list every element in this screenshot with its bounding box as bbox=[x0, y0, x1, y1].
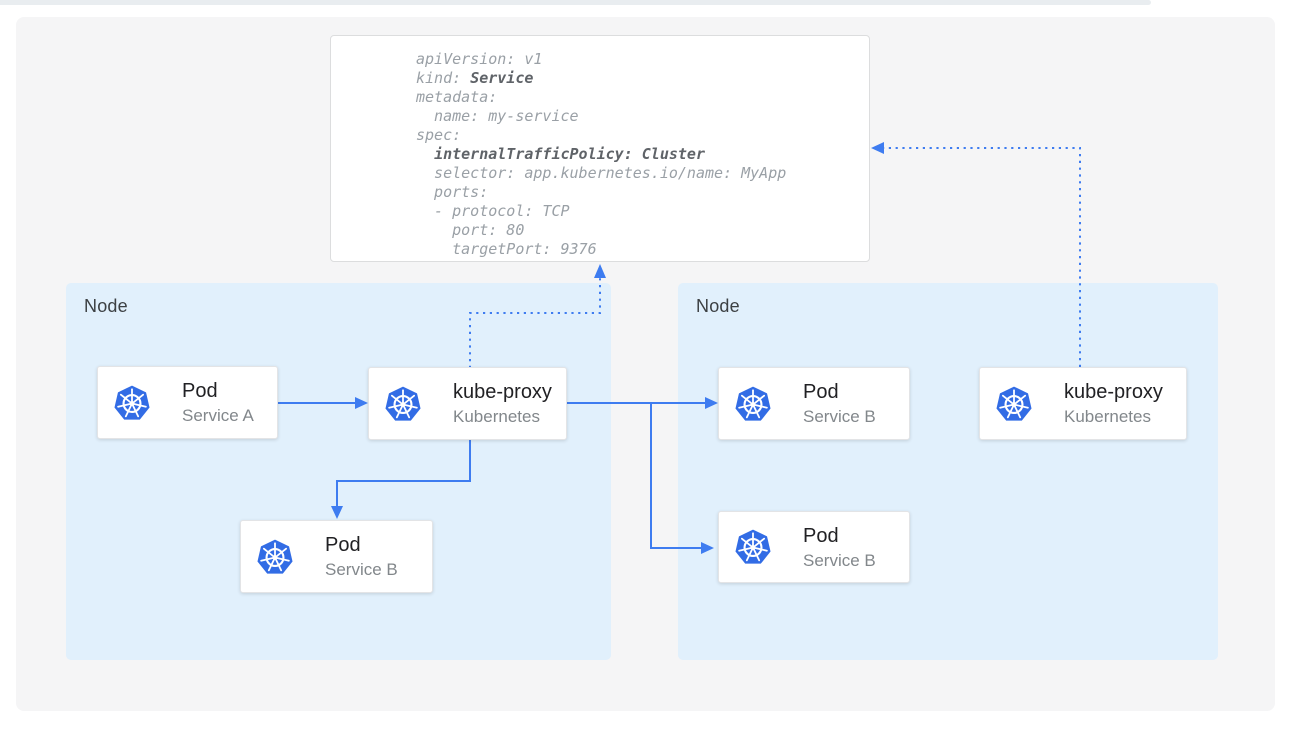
card-kube-proxy-left: kube-proxy Kubernetes bbox=[368, 367, 567, 440]
kubernetes-icon bbox=[734, 385, 772, 423]
card-pod-service-b-right-top: Pod Service B bbox=[718, 367, 910, 440]
kubernetes-icon bbox=[384, 385, 422, 423]
card-kube-proxy-right: kube-proxy Kubernetes bbox=[979, 367, 1187, 440]
node-label: Node bbox=[696, 296, 740, 316]
kubernetes-icon bbox=[734, 528, 772, 566]
kubernetes-icon bbox=[995, 385, 1033, 423]
card-title: Pod bbox=[182, 380, 218, 402]
node-box-right: Node bbox=[678, 283, 1218, 660]
card-subtitle: Service B bbox=[803, 550, 876, 570]
card-title: kube-proxy bbox=[453, 381, 552, 403]
card-pod-service-a: Pod Service A bbox=[97, 366, 278, 439]
kubernetes-icon bbox=[113, 384, 151, 422]
card-title: Pod bbox=[803, 524, 839, 547]
card-subtitle: Kubernetes bbox=[1064, 407, 1151, 426]
node-box-left: Node bbox=[66, 283, 611, 660]
card-subtitle: Service B bbox=[325, 560, 398, 579]
card-subtitle: Kubernetes bbox=[453, 407, 540, 426]
kubernetes-icon bbox=[256, 538, 294, 576]
card-pod-service-b-right-bottom: Pod Service B bbox=[718, 511, 910, 583]
card-subtitle: Service B bbox=[803, 407, 876, 426]
card-pod-service-b-left: Pod Service B bbox=[240, 520, 433, 593]
node-label: Node bbox=[84, 296, 128, 316]
top-divider-bar bbox=[0, 0, 1151, 5]
card-title: kube-proxy bbox=[1064, 381, 1163, 403]
card-title: Pod bbox=[325, 534, 361, 556]
card-title: Pod bbox=[803, 381, 839, 403]
card-subtitle: Service A bbox=[182, 406, 254, 425]
